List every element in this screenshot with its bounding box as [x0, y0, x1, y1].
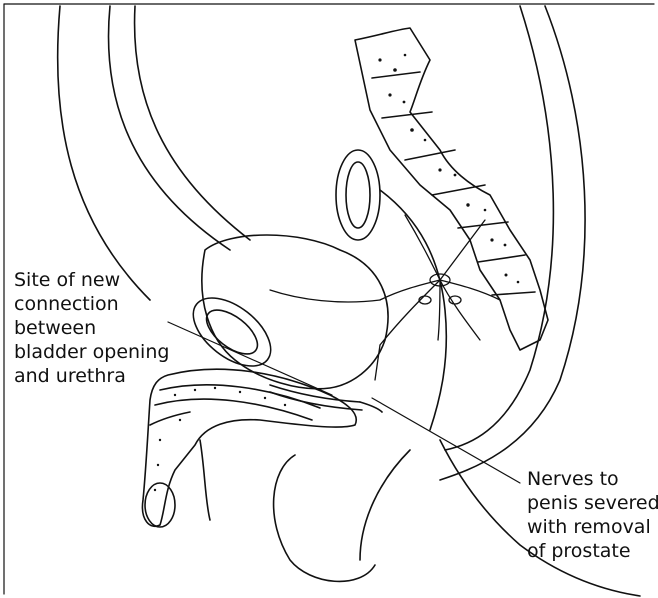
- label-new-connection: Site of new connection between bladder o…: [14, 268, 169, 388]
- penis: [142, 369, 356, 527]
- leader-line-nerves: [372, 398, 520, 483]
- bladder: [202, 235, 388, 389]
- label-nerves-severed: Nerves to penis severed with removal of …: [527, 467, 658, 563]
- leader-line-connection: [168, 322, 332, 395]
- scrotum: [200, 440, 375, 581]
- pubic-bone: [181, 285, 283, 380]
- back-outline: [440, 6, 585, 480]
- nerve-plexus: [270, 215, 500, 380]
- sacrum-spine: [355, 28, 548, 350]
- abdominal-wall: [58, 6, 250, 300]
